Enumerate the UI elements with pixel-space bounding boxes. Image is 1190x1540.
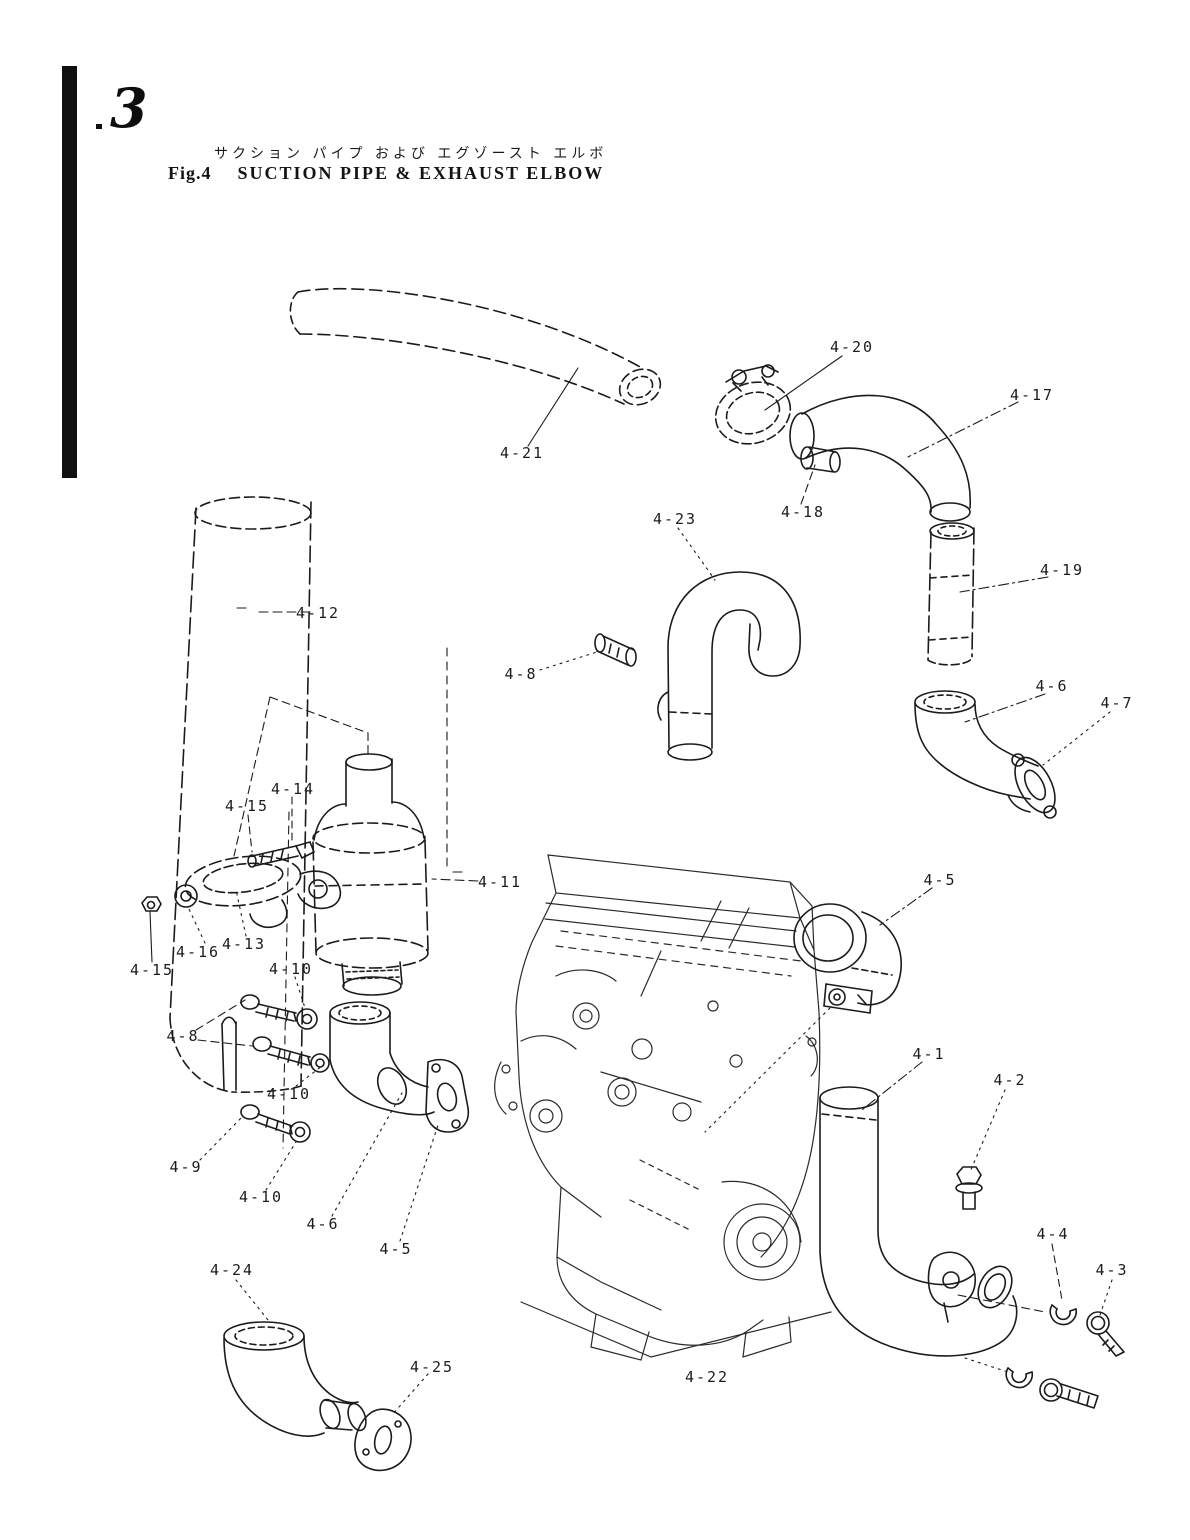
part-label: 4-6 — [1035, 677, 1069, 695]
part-label: 4-22 — [684, 1368, 730, 1386]
flange-4-5-drawing — [425, 1058, 470, 1133]
figure-label: Fig.4 — [168, 163, 212, 183]
part-label: 4-4 — [1036, 1225, 1070, 1243]
part-label: 4-10 — [266, 1085, 312, 1103]
nipple-4-18-drawing — [806, 446, 837, 473]
binding-dot — [96, 124, 102, 129]
part-label: 4-8 — [166, 1027, 200, 1045]
part-label: 4-19 — [1039, 561, 1085, 579]
part-label: 4-17 — [1009, 386, 1055, 404]
part-label: 4-21 — [499, 444, 545, 462]
part-label: 4-18 — [780, 503, 826, 521]
part-label: 4-10 — [268, 960, 314, 978]
hose-4-23-drawing — [657, 571, 801, 761]
part-label: 4-14 — [270, 780, 316, 798]
washer-4-16-drawing — [174, 884, 198, 908]
pipe-4-1-drawing — [819, 1086, 1018, 1357]
japanese-title: サクション パイプ および エグゾースト エルボ — [214, 146, 608, 162]
pipe-4-12-drawing — [169, 496, 312, 1093]
part-label: 4-5 — [379, 1240, 413, 1258]
muffler-4-11-drawing — [312, 753, 429, 996]
part-label: 4-16 — [175, 943, 221, 961]
part-label: 4-24 — [209, 1261, 255, 1279]
nut-4-15-drawing — [141, 896, 162, 912]
part-label: 4-20 — [829, 338, 875, 356]
elbow-4-24-drawing — [223, 1321, 367, 1437]
part-label: 4-13 — [221, 935, 267, 953]
bolt-4-9-drawing — [240, 1104, 260, 1120]
part-label: 4-8 — [504, 665, 538, 683]
part-label: 4-3 — [1095, 1261, 1129, 1279]
bolts-washers-drawing — [240, 994, 330, 1143]
part-label: 4-7 — [1100, 694, 1134, 712]
pipe-4-19-drawing — [927, 522, 975, 666]
part-label: 4-6 — [306, 1215, 340, 1233]
elbow-4-6-right-drawing — [914, 690, 1057, 819]
intake-elbow-drawing — [329, 1001, 470, 1133]
part-label: 4-1 — [912, 1045, 946, 1063]
clamp-4-20-drawing — [714, 364, 792, 445]
figure-title: SUCTION PIPE & EXHAUST ELBOW — [237, 163, 605, 183]
part-label: 4-15 — [224, 797, 270, 815]
english-title: Fig.4 SUCTION PIPE & EXHAUST ELBOW — [168, 163, 604, 184]
hose-4-17-drawing — [789, 394, 972, 522]
bolt-4-2-drawing — [955, 1166, 983, 1210]
part-label: 4-12 — [295, 604, 341, 622]
page-number: 3 — [110, 76, 148, 140]
engine-block-drawing — [494, 854, 832, 1361]
part-label: 4-2 — [993, 1071, 1027, 1089]
gasket-4-25-drawing — [354, 1408, 412, 1472]
flange-4-7-drawing — [1014, 756, 1056, 814]
part-label: 4-23 — [652, 510, 698, 528]
part-label: 4-11 — [477, 873, 523, 891]
part-label: 4-15 — [129, 961, 175, 979]
washers-4-4-bolts-4-3-drawing — [1005, 1304, 1125, 1409]
leader-lines — [149, 355, 1113, 1416]
clamp-4-13-drawing — [141, 841, 342, 929]
part-label: 4-10 — [238, 1188, 284, 1206]
hose-4-21-drawing — [289, 287, 662, 406]
nipple-4-8-drawing — [594, 633, 637, 667]
part-label: 4-25 — [409, 1358, 455, 1376]
hose-4-5-drawing — [793, 903, 903, 1014]
binding-bar — [62, 66, 77, 478]
part-label: 4-9 — [169, 1158, 203, 1176]
part-label: 4-5 — [923, 871, 957, 889]
